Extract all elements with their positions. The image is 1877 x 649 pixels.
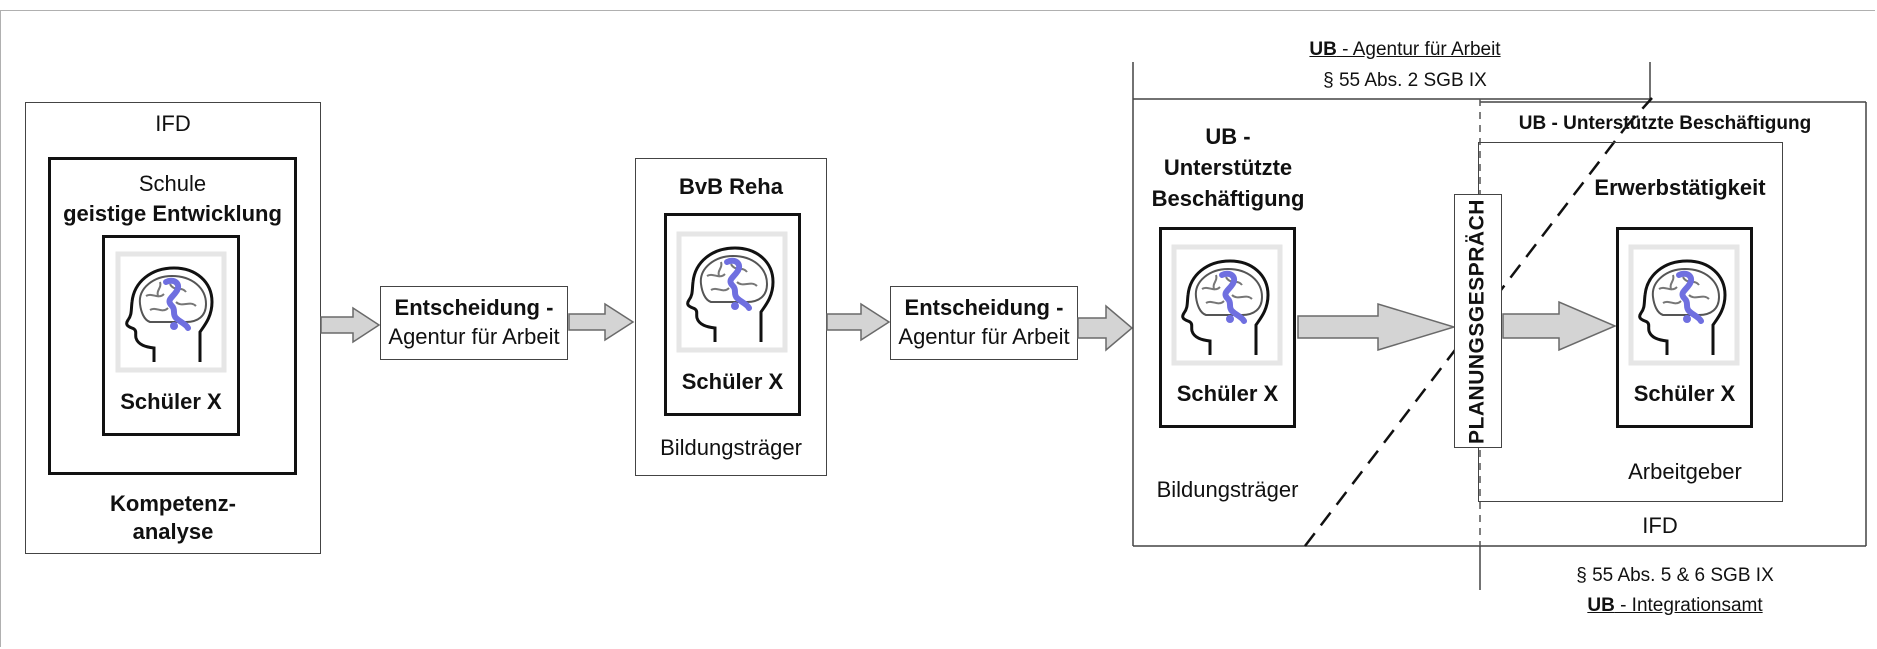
- bottom-office: UB - Integrationsamt: [1540, 592, 1810, 619]
- head-brain-icon: [115, 251, 227, 373]
- student-label-2: Schüler X: [681, 369, 784, 394]
- arrow-icon: [826, 302, 891, 342]
- arrow-icon: [568, 302, 635, 342]
- arrow-icon: [1077, 304, 1134, 352]
- school-label: Schule: [138, 171, 207, 196]
- arrow-icon: [1502, 300, 1617, 352]
- bvb-footer: Bildungsträger: [660, 435, 802, 460]
- top-header-law: § 55 Abs. 2 SGB IX: [1323, 70, 1487, 91]
- student-label-4: Schüler X: [1633, 381, 1736, 406]
- integration-office-label: - Integrationsamt: [1614, 595, 1763, 616]
- decision-title-2: Entscheidung -: [904, 295, 1064, 320]
- ub-left-title-3: Beschäftigung: [1151, 186, 1305, 211]
- agency-label: - Agentur für Arbeit: [1336, 39, 1501, 60]
- arrow-icon: [1297, 302, 1457, 352]
- decision-agency-1: Agentur für Arbeit: [388, 324, 560, 349]
- student-label-3: Schüler X: [1176, 381, 1279, 406]
- arrow-icon: [320, 306, 381, 344]
- top-header-agency: UB - Agentur für Arbeit: [1240, 36, 1570, 63]
- ub-label: UB: [1309, 39, 1337, 60]
- ifd-label: IFD: [155, 111, 191, 136]
- ifd-right-label: IFD: [1642, 513, 1678, 538]
- head-brain-icon: [1171, 244, 1283, 366]
- school-type-label: geistige Entwicklung: [63, 201, 282, 226]
- head-brain-icon: [676, 231, 788, 353]
- head-brain-icon: [1628, 244, 1740, 366]
- ub-left-title-2: Unterstützte: [1163, 155, 1293, 180]
- ub-label: UB: [1587, 595, 1615, 616]
- bottom-law: § 55 Abs. 5 & 6 SGB IX: [1576, 565, 1774, 586]
- planning-label: PLANUNGSGESPRÄCH: [1465, 199, 1489, 444]
- diagram-frame: [0, 10, 1875, 647]
- decision-agency-2: Agentur für Arbeit: [898, 324, 1070, 349]
- student-label-1: Schüler X: [120, 389, 222, 414]
- decision-box-2: [890, 286, 1078, 360]
- decision-box-1: [380, 286, 568, 360]
- erwerbstaetigkeit-title: Erwerbstätigkeit: [1594, 175, 1766, 200]
- planning-box: [1454, 194, 1502, 448]
- competence-analysis-label: Kompetenz-: [110, 491, 236, 516]
- ub-left-footer: Bildungsträger: [1156, 477, 1299, 502]
- decision-title-1: Entscheidung -: [394, 295, 554, 320]
- bvb-reha-title: BvB Reha: [679, 174, 783, 199]
- employer-label: Arbeitgeber: [1628, 459, 1742, 484]
- ub-left-title-1: UB -: [1205, 124, 1251, 149]
- competence-analysis-label-2: analyse: [132, 519, 214, 544]
- ub-right-header: UB - Unterstützte Beschäftigung: [1518, 113, 1812, 134]
